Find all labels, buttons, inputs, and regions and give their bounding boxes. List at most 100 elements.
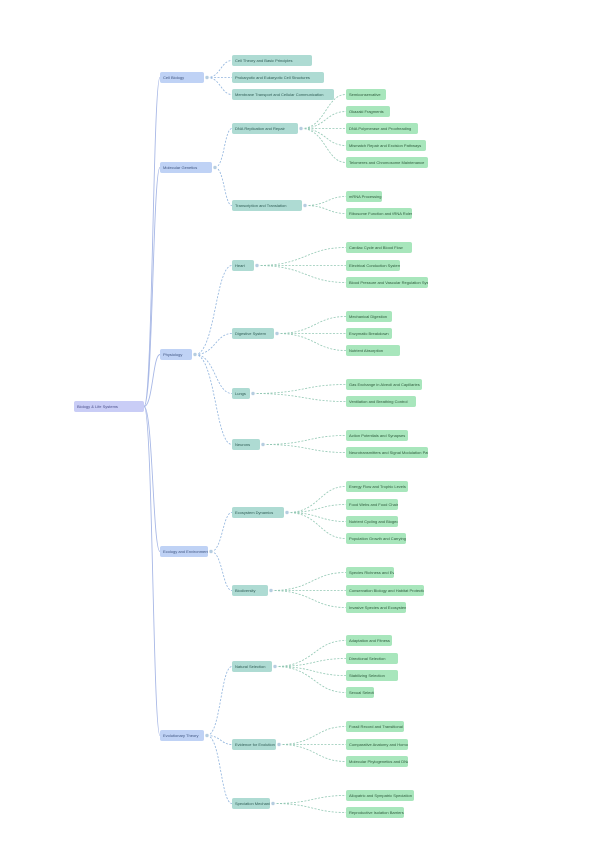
leaf-absorption[interactable]: Nutrient Absorption	[346, 345, 400, 356]
collapse-toggle-dot[interactable]	[268, 588, 274, 593]
connector	[274, 640, 347, 667]
connector	[262, 444, 347, 453]
connector	[210, 512, 233, 552]
leaf-invasive-species[interactable]: Invasive Species and Ecosystem Impact	[346, 602, 406, 613]
collapse-toggle-dot[interactable]	[276, 742, 282, 747]
leaf-enzymatic[interactable]: Enzymatic Breakdown	[346, 328, 392, 339]
node-transcription[interactable]: Transcription and Translation	[232, 200, 302, 211]
leaf-okazaki[interactable]: Okazaki Fragments	[346, 106, 390, 117]
node-natural-selection[interactable]: Natural Selection	[232, 661, 272, 672]
leaf-mrna[interactable]: mRNA Processing	[346, 191, 382, 202]
connector	[206, 666, 233, 736]
connector	[274, 666, 347, 676]
connector	[143, 406, 161, 552]
connector	[194, 333, 233, 355]
leaf-cardiac-cycle[interactable]: Cardiac Cycle and Blood Flow	[346, 242, 412, 253]
leaf-polymerase[interactable]: DNA Polymerase and Proofreading	[346, 123, 418, 134]
connector	[286, 512, 347, 539]
collapse-toggle-dot[interactable]	[204, 733, 210, 738]
node-neurons[interactable]: Neurons	[232, 439, 260, 450]
collapse-toggle-dot[interactable]	[284, 510, 290, 515]
connector	[252, 393, 347, 402]
collapse-toggle-dot[interactable]	[192, 352, 198, 357]
connector	[143, 354, 161, 407]
node-biodiversity[interactable]: Biodiversity	[232, 585, 268, 596]
connector	[214, 167, 233, 206]
root-node[interactable]: Biology & Life Systems	[74, 401, 144, 412]
collapse-toggle-dot[interactable]	[274, 331, 280, 336]
collapse-toggle-dot[interactable]	[212, 165, 218, 170]
node-cell-theory[interactable]: Cell Theory and Basic Principles	[232, 55, 312, 66]
node-speciation[interactable]: Speciation Mechanisms	[232, 798, 270, 809]
connector	[270, 590, 347, 608]
connector	[206, 735, 233, 745]
leaf-energy-flow[interactable]: Energy Flow and Trophic Levels	[346, 481, 408, 492]
node-membrane-transport[interactable]: Membrane Transport and Cellular Communic…	[232, 89, 334, 100]
connector	[206, 735, 233, 804]
leaf-conservation[interactable]: Conservation Biology and Habitat Protect…	[346, 585, 424, 596]
leaf-adaptation[interactable]: Adaptation and Fitness	[346, 635, 392, 646]
branch-ecology[interactable]: Ecology and Environment	[160, 546, 208, 557]
leaf-action-potentials[interactable]: Action Potentials and Synapses	[346, 430, 408, 441]
node-ecosystem[interactable]: Ecosystem Dynamics	[232, 507, 284, 518]
connector	[262, 435, 347, 445]
leaf-comparative-anatomy[interactable]: Comparative Anatomy and Homologous Struc…	[346, 739, 408, 750]
node-cell-structures[interactable]: Prokaryotic and Eukaryotic Cell Structur…	[232, 72, 324, 83]
branch-molecular-genetics[interactable]: Molecular Genetics	[160, 162, 212, 173]
leaf-reproductive-isolation[interactable]: Reproductive Isolation Barriers	[346, 807, 404, 818]
collapse-toggle-dot[interactable]	[254, 263, 260, 268]
leaf-sexual-selection[interactable]: Sexual Selection	[346, 687, 374, 698]
collapse-toggle-dot[interactable]	[204, 75, 210, 80]
leaf-blood-pressure[interactable]: Blood Pressure and Vascular Regulation S…	[346, 277, 428, 288]
collapse-toggle-dot[interactable]	[270, 801, 276, 806]
connector	[286, 486, 347, 513]
leaf-telomeres[interactable]: Telomeres and Chromosome Maintenance	[346, 157, 428, 168]
collapse-toggle-dot[interactable]	[298, 126, 304, 131]
leaf-ventilation[interactable]: Ventilation and Breathing Control	[346, 396, 416, 407]
node-digestive[interactable]: Digestive System	[232, 328, 274, 339]
connector	[194, 354, 233, 394]
connector	[194, 354, 233, 445]
leaf-semiconservative[interactable]: Semiconservative	[346, 89, 386, 100]
leaf-neurotransmitters[interactable]: Neurotransmitters and Signal Modulation …	[346, 447, 428, 458]
node-lungs[interactable]: Lungs	[232, 388, 250, 399]
leaf-molecular-phylogenetics[interactable]: Molecular Phylogenetics and DNA Similari…	[346, 756, 408, 767]
leaf-population-growth[interactable]: Population Growth and Carrying Capacity	[346, 533, 406, 544]
connector	[300, 94, 347, 129]
leaf-food-webs[interactable]: Food Webs and Food Chains	[346, 499, 398, 510]
leaf-nutrient-cycling[interactable]: Nutrient Cycling and Biogeochemistry	[346, 516, 398, 527]
connector	[276, 316, 347, 334]
leaf-ribosome[interactable]: Ribosome Function and tRNA Roles	[346, 208, 412, 219]
connector	[286, 504, 347, 513]
connector	[143, 167, 161, 407]
leaf-fossil-record[interactable]: Fossil Record and Transitional Forms	[346, 721, 404, 732]
collapse-toggle-dot[interactable]	[260, 442, 266, 447]
node-heart[interactable]: Heart	[232, 260, 254, 271]
connector	[256, 247, 347, 266]
leaf-stabilizing[interactable]: Stabilizing Selection	[346, 670, 398, 681]
leaf-species-richness[interactable]: Species Richness and Evenness	[346, 567, 394, 578]
leaf-conduction[interactable]: Electrical Conduction System	[346, 260, 400, 271]
connector	[252, 384, 347, 394]
connector	[278, 744, 347, 762]
connector	[143, 77, 161, 407]
connector	[143, 406, 161, 736]
leaf-directional[interactable]: Directional Selection	[346, 653, 398, 664]
leaf-gas-exchange[interactable]: Gas Exchange in Alveoli and Capillaries	[346, 379, 422, 390]
leaf-allopatric[interactable]: Allopatric and Sympatric Speciation	[346, 790, 414, 801]
collapse-toggle-dot[interactable]	[272, 664, 278, 669]
branch-physiology[interactable]: Physiology	[160, 349, 192, 360]
branch-cell-biology[interactable]: Cell Biology	[160, 72, 204, 83]
node-evidence[interactable]: Evidence for Evolution	[232, 739, 276, 750]
collapse-toggle-dot[interactable]	[302, 203, 308, 208]
branch-evolution[interactable]: Evolutionary Theory	[160, 730, 204, 741]
leaf-mismatch-repair[interactable]: Mismatch Repair and Excision Pathways	[346, 140, 426, 151]
connector	[206, 77, 233, 95]
collapse-toggle-dot[interactable]	[250, 391, 256, 396]
leaf-mechanical[interactable]: Mechanical Digestion	[346, 311, 392, 322]
node-dna-replication[interactable]: DNA Replication and Repair	[232, 123, 298, 134]
collapse-toggle-dot[interactable]	[208, 549, 214, 554]
connector	[300, 128, 347, 163]
